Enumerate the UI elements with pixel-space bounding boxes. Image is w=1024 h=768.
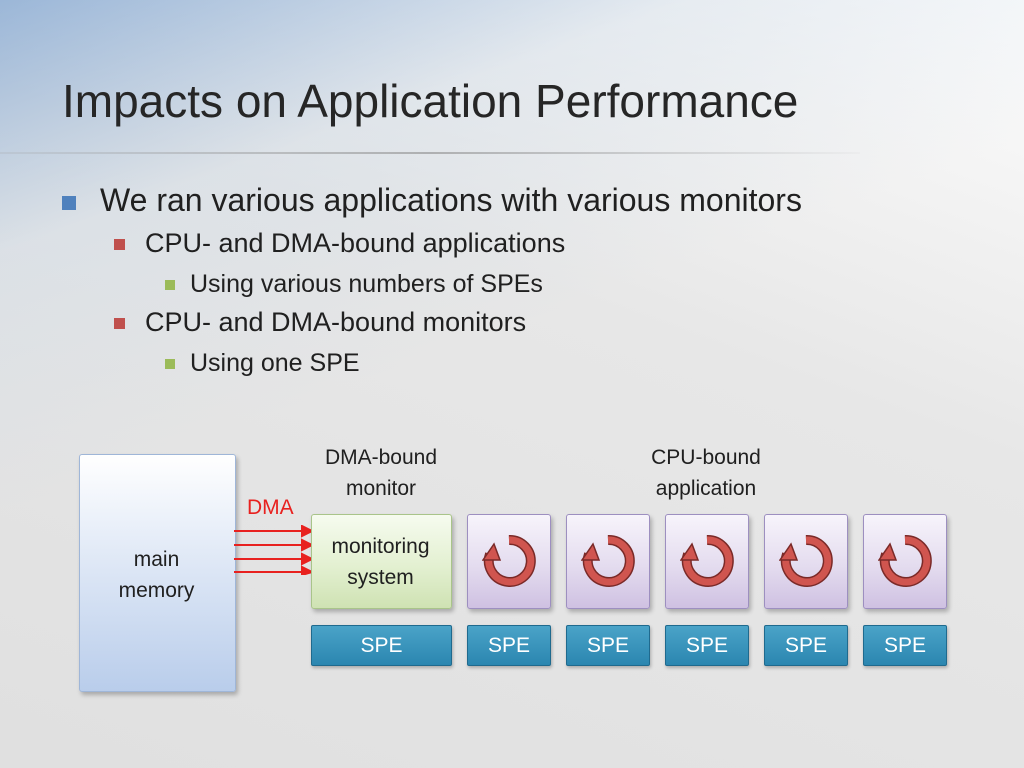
application-box: [467, 514, 551, 609]
main-memory-label-line1: main: [133, 548, 180, 571]
spe-box: SPE: [311, 625, 452, 666]
monitor-caption-line2: monitor: [345, 477, 417, 500]
bullet-square-icon: [165, 280, 175, 290]
monitoring-system-line2: system: [347, 566, 414, 589]
main-memory-label-line2: memory: [118, 579, 195, 602]
dma-arrows: [234, 525, 314, 575]
spe-box: SPE: [863, 625, 947, 666]
monitoring-system-label: monitoring system: [311, 531, 450, 593]
bullet-level2: CPU- and DMA-bound monitors: [145, 307, 527, 337]
spe-box: SPE: [764, 625, 848, 666]
cycle-arrow-icon: [581, 534, 635, 587]
monitoring-system-box: [311, 514, 452, 609]
main-memory-label: main memory: [79, 544, 234, 606]
cycle-arrow-icon: [779, 534, 833, 587]
cycle-arrow-icon: [680, 534, 734, 587]
bullet-square-icon: [114, 318, 125, 329]
dma-arrowhead-icon: [301, 538, 314, 552]
bullet-level3: Using various numbers of SPEs: [190, 270, 543, 298]
dma-arrowhead-icon: [301, 525, 314, 538]
app-caption-line2: application: [655, 477, 757, 500]
app-caption-line1: CPU-bound: [651, 446, 761, 469]
dma-label: DMA: [247, 496, 294, 519]
dma-arrowhead-icon: [301, 552, 314, 566]
bullet-square-icon: [165, 359, 175, 369]
monitor-caption: DMA-bound monitor: [306, 442, 456, 504]
spe-box: SPE: [665, 625, 749, 666]
dma-arrowhead-icon: [301, 565, 314, 575]
title-divider: [0, 152, 860, 154]
application-box: [566, 514, 650, 609]
cycle-arrow-icon: [878, 534, 932, 587]
application-box: [665, 514, 749, 609]
bullet-level2: CPU- and DMA-bound applications: [145, 228, 566, 258]
cycle-arrow-icon: [482, 534, 536, 587]
bullet-square-icon: [114, 239, 125, 250]
application-box: [863, 514, 947, 609]
bullet-square-icon: [62, 196, 76, 210]
slide-title: Impacts on Application Performance: [62, 75, 799, 127]
monitor-caption-line1: DMA-bound: [324, 446, 438, 469]
spe-box: SPE: [467, 625, 551, 666]
monitoring-system-line1: monitoring: [331, 535, 430, 558]
main-memory-box: [79, 454, 236, 692]
spe-box: SPE: [566, 625, 650, 666]
application-box: [764, 514, 848, 609]
bullet-level1: We ran various applications with various…: [100, 182, 802, 218]
app-caption: CPU-bound application: [626, 442, 786, 504]
bullet-level3: Using one SPE: [190, 349, 360, 377]
